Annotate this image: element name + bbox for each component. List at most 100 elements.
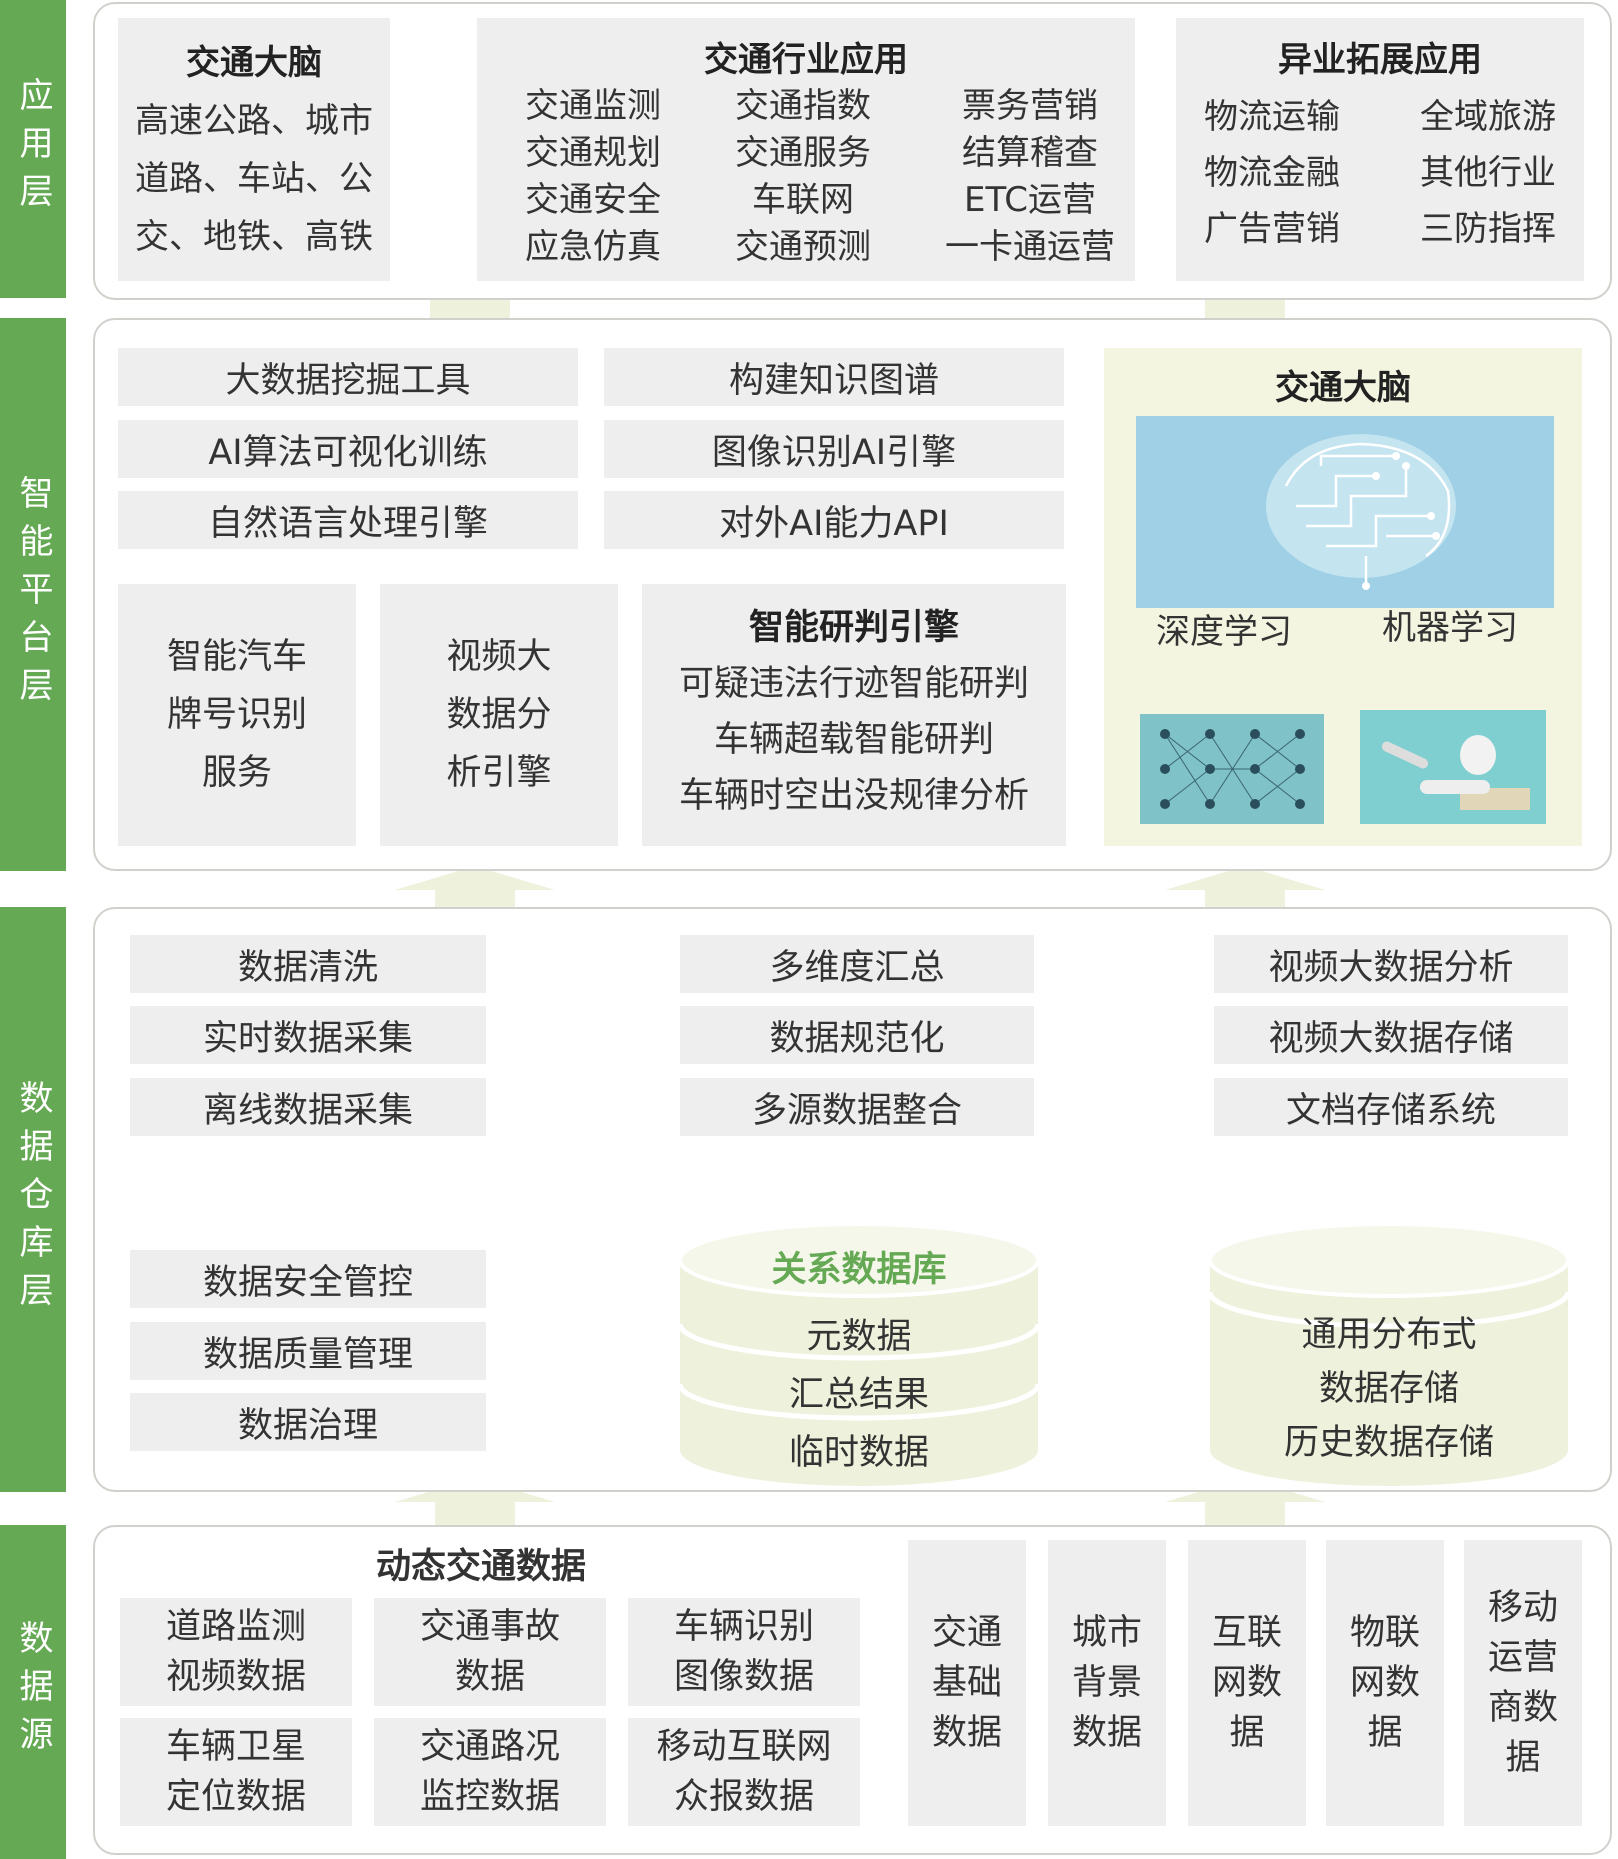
src-line: 数据: [931, 1713, 1002, 1753]
src-line: 监控数据: [419, 1777, 560, 1817]
side-label-src-text: 数据源: [13, 1620, 53, 1764]
intel-video-line: 视频大: [446, 637, 552, 677]
intel-tool: 大数据挖掘工具: [118, 348, 578, 406]
src-line: 图像数据: [673, 1657, 814, 1697]
src-line: 道路监测: [165, 1607, 306, 1647]
app-item: 一卡通运营: [945, 227, 1115, 267]
dw-gov-item: 数据治理: [130, 1393, 486, 1451]
src-line: 视频数据: [165, 1657, 306, 1697]
src-other-item: 交通 基础 数据: [908, 1540, 1026, 1826]
src-line: 移动互联网: [656, 1727, 832, 1767]
intel-plate-line: 服务: [201, 753, 272, 793]
intel-judge-line: 车辆时空出没规律分析: [678, 776, 1029, 816]
app-brain-title: 交通大脑: [186, 42, 322, 83]
app-brain-line: 交、地铁、高铁: [135, 216, 373, 257]
src-dyn-item: 车辆识别 图像数据: [628, 1598, 860, 1706]
src-dyn-item: 移动互联网 众报数据: [628, 1718, 860, 1826]
src-dyn-item: 交通路况 监控数据: [374, 1718, 606, 1826]
src-line: 商数: [1487, 1688, 1558, 1728]
app-industry-box: 交通行业应用 交通监测 交通规划 交通安全 应急仿真 交通指数 交通服务 车联网…: [477, 18, 1135, 281]
intel-tool: 自然语言处理引擎: [118, 491, 578, 549]
dw-item: 多源数据整合: [680, 1078, 1034, 1136]
app-industry-col3: 票务营销 结算稽查 ETC运营 一卡通运营: [945, 83, 1115, 271]
src-line: 数据: [454, 1657, 525, 1697]
app-item: 全域旅游: [1420, 97, 1556, 137]
dist-cylinder: [1207, 1222, 1571, 1486]
intel-plate-line: 智能汽车: [166, 637, 307, 677]
app-item: 车联网: [752, 180, 854, 220]
rdb-line: 汇总结果: [788, 1375, 929, 1415]
src-line: 众报数据: [673, 1777, 814, 1817]
robot-reading-image: [1360, 710, 1546, 824]
intel-deep-label: 深度学习: [1156, 612, 1292, 652]
app-item: 物流运输: [1204, 97, 1340, 137]
app-industry-col2: 交通指数 交通服务 车联网 交通预测: [735, 83, 871, 271]
rdb-line: 临时数据: [788, 1433, 929, 1473]
src-other-item: 城市 背景 数据: [1048, 1540, 1166, 1826]
src-dyn-item: 交通事故 数据: [374, 1598, 606, 1706]
src-line: 物联: [1349, 1613, 1420, 1653]
intel-machine-label: 机器学习: [1382, 608, 1518, 648]
rdb-line: 元数据: [806, 1317, 912, 1357]
dist-line: 通用分布式: [1301, 1315, 1477, 1355]
src-dyn-item: 道路监测 视频数据: [120, 1598, 352, 1706]
app-industry-col1: 交通监测 交通规划 交通安全 应急仿真: [525, 83, 661, 271]
dw-item: 文档存储系统: [1214, 1078, 1568, 1136]
dw-item: 数据清洗: [130, 935, 486, 993]
src-dyn-item: 车辆卫星 定位数据: [120, 1718, 352, 1826]
intel-judge-line: 车辆超载智能研判: [713, 720, 994, 760]
src-line: 城市: [1071, 1613, 1142, 1653]
src-other-item: 移动 运营 商数 据: [1464, 1540, 1582, 1826]
dw-item: 离线数据采集: [130, 1078, 486, 1136]
brain-circuit-image: [1136, 416, 1554, 608]
app-item: 其他行业: [1420, 153, 1556, 193]
intel-judge-box: 智能研判引擎 可疑违法行迹智能研判 车辆超载智能研判 车辆时空出没规律分析: [642, 584, 1066, 846]
dw-item: 实时数据采集: [130, 1006, 486, 1064]
src-line: 据: [1367, 1713, 1403, 1753]
app-extend-col2: 全域旅游 其他行业 三防指挥: [1420, 89, 1556, 257]
intel-brain-panel: 交通大脑 深度学习 机器学习: [1104, 348, 1582, 846]
app-item: 应急仿真: [525, 227, 661, 267]
app-extend-col1: 物流运输 物流金融 广告营销: [1204, 89, 1340, 257]
src-line: 定位数据: [165, 1777, 306, 1817]
app-item: 票务营销: [962, 86, 1098, 126]
intel-judge-title: 智能研判引擎: [748, 608, 959, 648]
src-line: 交通: [931, 1613, 1002, 1653]
intel-tool: 对外AI能力API: [604, 491, 1064, 549]
dw-item: 视频大数据存储: [1214, 1006, 1568, 1064]
src-line: 互联: [1211, 1613, 1282, 1653]
src-line: 车辆识别: [673, 1607, 814, 1647]
app-brain-line: 道路、车站、公: [135, 158, 373, 199]
side-label-dw: 数据仓库层: [0, 907, 66, 1492]
intel-tool: 图像识别AI引擎: [604, 420, 1064, 478]
app-industry-title: 交通行业应用: [704, 40, 908, 80]
rdb-title: 关系数据库: [771, 1250, 947, 1290]
src-line: 网数: [1211, 1663, 1282, 1703]
intel-tool: AI算法可视化训练: [118, 420, 578, 478]
app-item: 交通安全: [525, 180, 661, 220]
src-dyn-title: 动态交通数据: [376, 1547, 587, 1587]
app-item: 交通规划: [525, 133, 661, 173]
app-extend-title: 异业拓展应用: [1278, 40, 1482, 80]
src-line: 移动: [1487, 1588, 1558, 1628]
src-line: 数据: [1071, 1713, 1142, 1753]
src-line: 网数: [1349, 1663, 1420, 1703]
dw-gov-item: 数据质量管理: [130, 1322, 486, 1380]
side-label-intel: 智能平台层: [0, 318, 66, 871]
intel-plate-box: 智能汽车 牌号识别 服务: [118, 584, 356, 846]
app-extend-box: 异业拓展应用 物流运输 物流金融 广告营销 全域旅游 其他行业 三防指挥: [1176, 18, 1584, 281]
src-line: 据: [1505, 1738, 1541, 1778]
neural-network-image: [1140, 714, 1324, 824]
app-item: 广告营销: [1204, 209, 1340, 249]
dw-item: 数据规范化: [680, 1006, 1034, 1064]
side-label-app: 应用层: [0, 0, 66, 298]
src-line: 背景: [1071, 1663, 1142, 1703]
app-item: 交通监测: [525, 86, 661, 126]
app-item: 交通指数: [735, 86, 871, 126]
intel-plate-line: 牌号识别: [166, 695, 307, 735]
intel-judge-line: 可疑违法行迹智能研判: [678, 664, 1029, 704]
intel-tool: 构建知识图谱: [604, 348, 1064, 406]
intel-video-line: 析引擎: [446, 753, 552, 793]
app-item: 三防指挥: [1420, 209, 1556, 249]
intel-video-line: 数据分: [446, 695, 552, 735]
